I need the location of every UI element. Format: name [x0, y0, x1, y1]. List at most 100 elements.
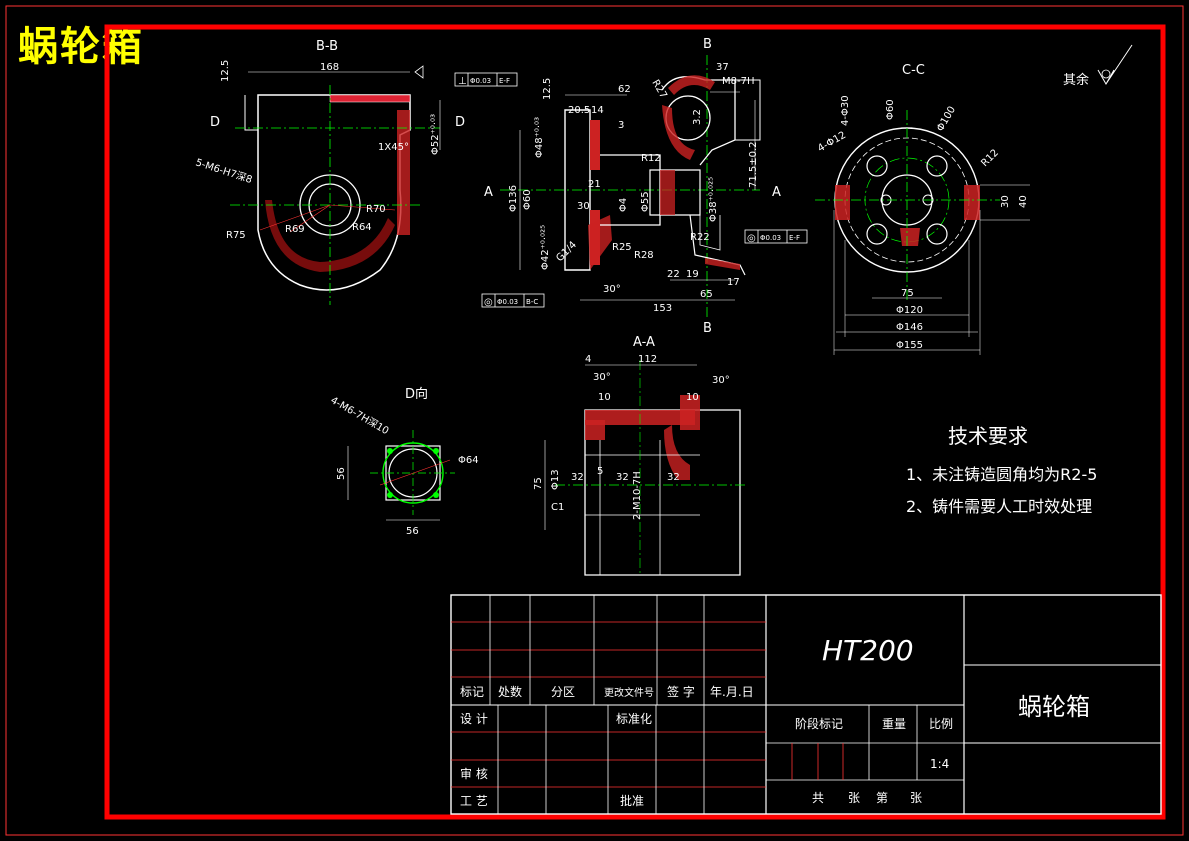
main-dim-0: 62	[618, 84, 631, 95]
d-dim-0: 4-M6-7H深10	[329, 394, 391, 437]
aa-dim-5: 10	[686, 392, 699, 403]
view-bb: B-B 168 Φ52⁺⁰·⁰³ 1X45° 5-M6-H7深8 R75 R69…	[194, 39, 518, 305]
cut-b-bottom: B	[703, 321, 712, 336]
tb-stage: 阶段标记	[795, 716, 843, 731]
main-dim-28: 3.2	[692, 109, 703, 125]
bb-dim-5: R75	[226, 230, 246, 241]
aa-dim-6: 75	[533, 477, 544, 490]
tech-item-1: 1、未注铸造圆角均为R2-5	[906, 465, 1097, 484]
main-dim-9: 21	[588, 179, 601, 190]
bb-dim-0: 168	[320, 62, 339, 73]
main-dim-6: Φ60	[522, 189, 533, 210]
gdt-runout2-datum: B-C	[526, 298, 538, 306]
main-dim-24: R27	[649, 78, 668, 101]
main-dim-21: 153	[653, 303, 672, 314]
main-dim-29: 12.5	[542, 78, 553, 100]
aa-dim-2: 30°	[593, 372, 611, 383]
gdt-runout2-tol: Φ0.03	[497, 298, 518, 306]
gdt-runout-bc: ◎ Φ0.03 B-C	[481, 293, 545, 308]
main-dim-3: 3	[618, 120, 624, 131]
tb-approval: 批准	[620, 793, 644, 808]
cc-dim-5: 30	[1000, 195, 1011, 208]
tb-header-4: 签 字	[667, 684, 695, 699]
main-dim-23: R12	[641, 153, 661, 164]
cc-dim-4: R12	[979, 147, 1001, 169]
bb-section-d-left: D	[210, 115, 220, 130]
view-aa-title: A-A	[633, 335, 655, 350]
tb-role-design: 设 计	[460, 712, 488, 726]
main-dim-19: 65	[700, 289, 713, 300]
bb-dim-7: R70	[366, 204, 386, 215]
bb-dim-8: R64	[352, 222, 372, 233]
main-dim-5: Φ136	[508, 185, 519, 212]
surface-roughness-note: 其余	[1063, 44, 1133, 88]
main-dim-25: 37	[716, 62, 729, 73]
tech-item-2: 2、铸件需要人工时效处理	[906, 497, 1092, 516]
aa-dim-4: 10	[598, 392, 611, 403]
tb-sheets-2: 第	[876, 791, 888, 805]
view-aa: A-A 4 112 30° 30° 10 10 75 Φ13 32 5 2-M1…	[533, 335, 745, 576]
tb-role-review: 审 核	[460, 766, 488, 781]
gdt-perp-tol: Φ0.03	[470, 77, 491, 85]
main-dim-10: 30	[577, 201, 590, 212]
aa-dim-0: 4	[585, 354, 591, 365]
gdt-perp-symbol: ⊥	[458, 76, 467, 87]
view-d: D向 4-M6-7H深10 Φ64 56 56	[329, 386, 479, 537]
tb-header-5: 年.月.日	[710, 685, 754, 699]
aa-dim-11: 32	[616, 472, 629, 483]
tb-header-1: 处数	[498, 684, 522, 699]
main-dim-8: G1/4	[554, 239, 579, 264]
tb-sheets-1: 张	[848, 791, 860, 805]
main-dim-27: 71.5±0.2	[748, 141, 759, 188]
tb-part-name: 蜗轮箱	[1018, 693, 1090, 721]
tb-header-3: 更改文件号	[604, 686, 654, 699]
gdt-perp-datum: E-F	[499, 77, 510, 85]
main-dim-2: 14	[591, 105, 604, 116]
cut-b-top: B	[703, 37, 712, 52]
bb-dim-6: R69	[285, 224, 305, 235]
bb-dim-3: 1X45°	[378, 142, 409, 153]
tb-role-process: 工 艺	[460, 794, 488, 808]
tb-sheets-0: 共	[812, 791, 824, 805]
cc-dim-2: Φ100	[935, 105, 958, 134]
main-dim-11: Φ55	[640, 191, 651, 212]
main-dim-12: Φ4	[618, 198, 629, 212]
gdt-runout-ef: ◎ Φ0.03 E-F	[744, 229, 808, 244]
drawing-frame	[104, 24, 1166, 820]
tb-scale: 1:4	[930, 757, 949, 771]
d-dim-1: Φ64	[458, 455, 479, 466]
main-dim-14: R28	[634, 250, 654, 261]
title-block: 标记 处数 分区 更改文件号 签 字 年.月.日 设 计 审 核 工 艺 标准化…	[450, 594, 1162, 815]
main-dim-18: 19	[686, 269, 699, 280]
main-dim-1: 20.5	[568, 105, 590, 116]
outer-border	[5, 5, 1184, 836]
aa-dim-13: C1	[551, 502, 564, 513]
gdt-runout2-symbol: ◎	[484, 297, 493, 308]
cc-dim-7: 75	[901, 288, 914, 299]
cc-dim-9: Φ146	[896, 322, 923, 333]
main-dim-22: 30°	[603, 284, 621, 295]
gdt-runout1-datum: E-F	[789, 234, 800, 242]
main-dim-15: R22	[690, 232, 710, 243]
bb-dim-4: 5-M6-H7深8	[194, 156, 254, 186]
view-cc: C-C 4-Φ30 Φ60 Φ100 4-Φ12 R12 30 40 75 Φ	[815, 63, 1030, 355]
aa-dim-12: 32	[667, 472, 680, 483]
aa-dim-10: 2-M10-7H	[632, 471, 643, 520]
main-dim-13: R25	[612, 242, 632, 253]
surface-note-text: 其余	[1063, 72, 1089, 88]
main-dim-16: Φ38⁺⁰·⁰²⁵	[708, 177, 719, 222]
cc-dim-8: Φ120	[896, 305, 923, 316]
d-dim-3: 56	[406, 526, 419, 537]
gdt-runout1-tol: Φ0.03	[760, 234, 781, 242]
gdt-runout1-symbol: ◎	[747, 233, 756, 244]
tb-standardization: 标准化	[616, 712, 652, 726]
cc-dim-6: 40	[1018, 195, 1029, 208]
aa-dim-1: 112	[638, 354, 657, 365]
view-cc-title: C-C	[902, 63, 925, 78]
cut-a-right: A	[772, 185, 781, 200]
cut-a-left: A	[484, 185, 493, 200]
cc-dim-10: Φ155	[896, 340, 923, 351]
tb-sheets-3: 张	[910, 791, 922, 805]
view-d-title: D向	[405, 386, 428, 402]
